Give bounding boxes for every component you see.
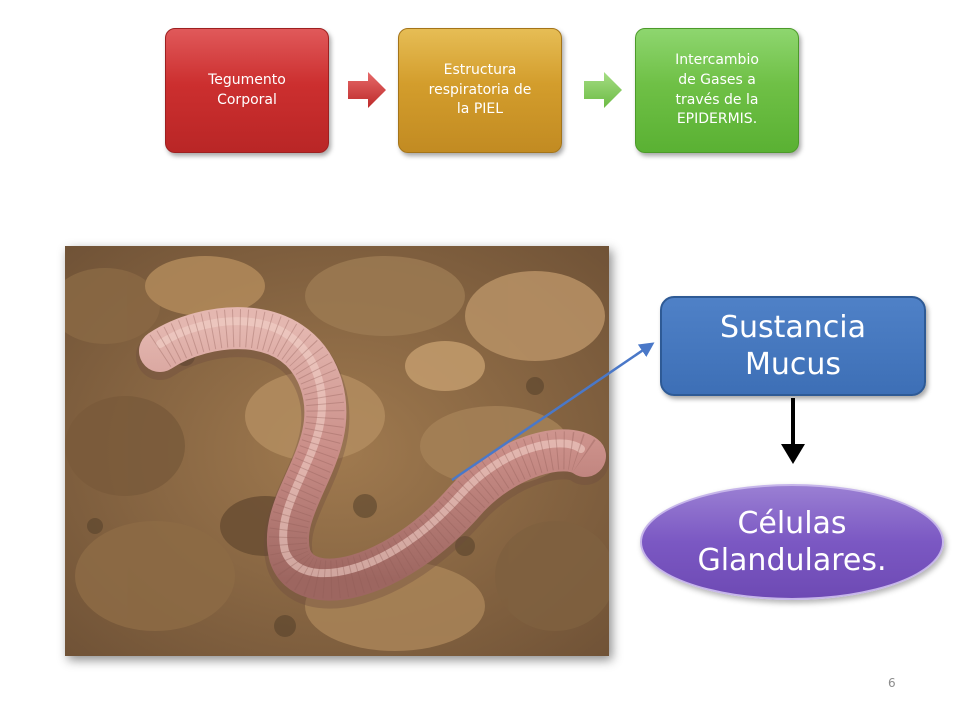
earthworm-photo [65,246,609,656]
flow-step-2-line-3: la PIEL [456,101,504,118]
flow-step-2-line-1: Estructura [443,62,517,79]
flow-step-3-line-2: de Gases a [678,71,756,88]
flow-step-1-line-1: Tegumento [208,71,286,88]
down-arrow-icon [781,398,805,464]
mucus-line-2: Mucus [744,347,842,382]
flow-step-2-line-2: respiratoria de [428,81,532,98]
chevron-right-red-icon [348,72,386,108]
flow-step-3-line-1: Intercambio [675,52,759,69]
flow-step-3-line-4: EPIDERMIS. [676,111,758,128]
flow-step-intercambio: Intercambio de Gases a través de la EPID… [635,28,799,153]
flow-step-1-line-2: Corporal [217,91,277,108]
glandular-cells-oval: Células Glandulares. [640,484,944,600]
chevron-right-green-icon [584,72,622,108]
flow-step-tegumento: Tegumento Corporal [165,28,329,153]
pointer-arrow [451,342,655,482]
glandular-line-2: Glandulares. [697,543,887,578]
slide-number: 6 [888,676,896,690]
mucus-line-1: Sustancia [719,309,867,345]
glandular-line-1: Células [737,505,847,541]
flow-step-3-line-3: través de la [675,91,759,108]
mucus-box: Sustancia Mucus [660,296,926,396]
flow-step-estructura: Estructura respiratoria de la PIEL [398,28,562,153]
